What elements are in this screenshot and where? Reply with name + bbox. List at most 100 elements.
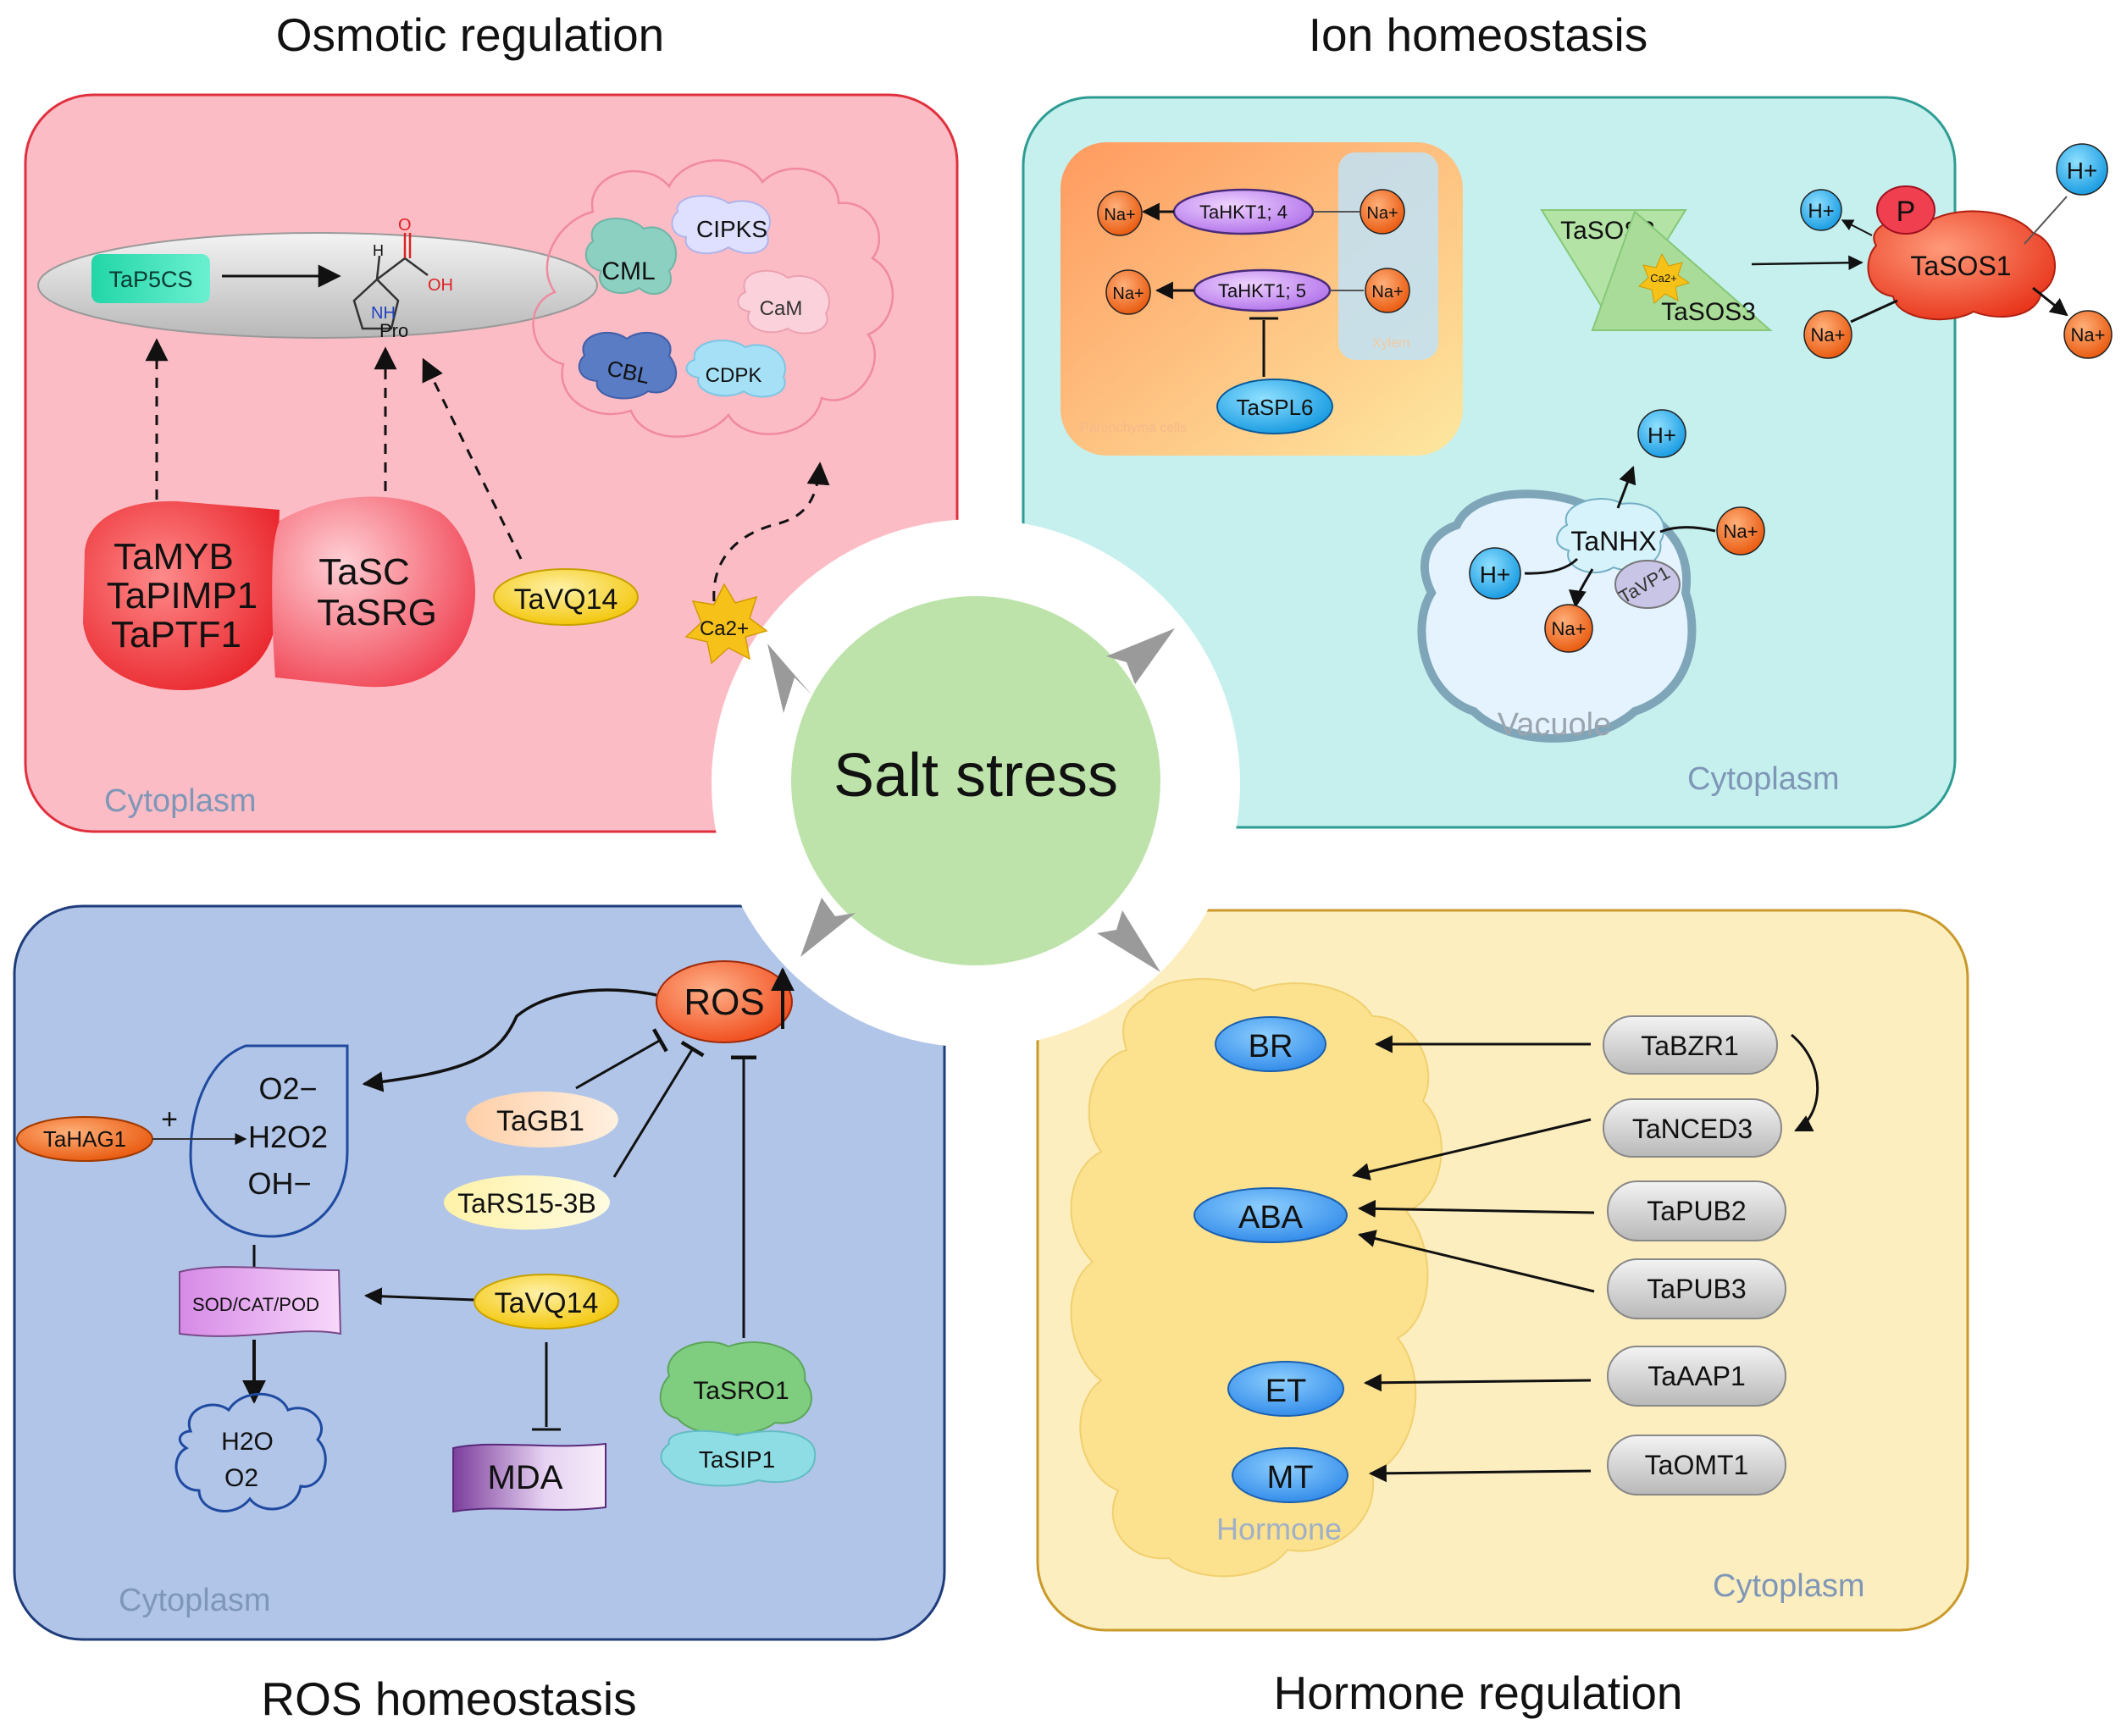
h-nhx-top [1637, 409, 1686, 458]
na-hkt5-right-label: Na+ [1371, 283, 1403, 301]
gb1-inhibits-ros [575, 1028, 668, 1090]
center-arrow-down-right [1097, 910, 1160, 972]
h-sos1-left-label: H+ [1808, 200, 1834, 223]
osmotic-title: Osmotic regulation [276, 8, 665, 61]
nced3-to-aba-arrow [1351, 1118, 1592, 1180]
tasos1-label: TaSOS1 [1910, 251, 2011, 281]
na-vacuole-arrow [1568, 568, 1594, 609]
reg-tapub2-label: TaPUB2 [1647, 1196, 1746, 1226]
na-nhx-in-line [1659, 526, 1716, 534]
hkt1-4-label: TaHKT1; 4 [1199, 202, 1288, 223]
tasro1-label: TaSRO1 [693, 1377, 789, 1405]
h-sos1-top [2056, 143, 2108, 196]
hkt1-5-label: TaHKT1; 5 [1218, 280, 1306, 301]
na-hkt5-right [1365, 268, 1410, 313]
reg-tapub3 [1607, 1258, 1786, 1319]
tahag1-label: TaHAG1 [43, 1126, 126, 1152]
sod-cat-pod-banner [179, 1266, 342, 1337]
cbl-shape [578, 331, 678, 400]
na-efflux-arrow [2032, 286, 2068, 317]
pub3-to-aba-arrow [1357, 1230, 1595, 1293]
sod-cat-pod-label: SOD/CAT/POD [192, 1294, 319, 1315]
tf-tamyb: TaMYB [114, 536, 234, 578]
ion-cytoplasm-label: Cytoplasm [1687, 761, 1840, 797]
product-h2o: H2O [221, 1428, 274, 1456]
h-sos1-left [1800, 189, 1842, 231]
ca-star [684, 583, 768, 665]
hormone-mt [1232, 1447, 1348, 1503]
h-vacuole-label: H+ [1480, 561, 1511, 588]
na-nhx-right-label: Na+ [1724, 521, 1758, 542]
hormone-aba [1193, 1187, 1348, 1243]
bzr1-to-nced3-arrow [1791, 1033, 1819, 1132]
na-nhx-right [1716, 506, 1765, 556]
reg-taaap1-label: TaAAP1 [1648, 1361, 1746, 1391]
tf-tasc: TaSC [318, 551, 410, 593]
tanhx-label: TaNHX [1570, 526, 1656, 556]
hormone-mt-label: MT [1267, 1460, 1314, 1496]
ca-label: Ca2+ [700, 617, 749, 640]
nhx-h-out-arrow [1616, 466, 1636, 509]
na-hkt4-right [1360, 189, 1405, 235]
rs15-inhibits-ros [612, 1040, 705, 1178]
cml-shape [584, 218, 678, 296]
ros-title: ROS homeostasis [261, 1672, 636, 1725]
tagb1-label: TaGB1 [496, 1105, 584, 1137]
calcium-sensor-cloud [532, 159, 894, 438]
reg-tanced3 [1603, 1098, 1782, 1158]
sensor-cml: CML [601, 257, 655, 285]
sos-ca-label: Ca2+ [1650, 272, 1676, 285]
proline-pro-label: Pro [379, 320, 408, 341]
hormone-label: Hormone [1216, 1512, 1342, 1546]
reg-taomt1-label: TaOMT1 [1645, 1450, 1749, 1480]
hormone-br [1215, 1016, 1326, 1072]
ros-tavq14-label: TaVQ14 [495, 1287, 599, 1319]
sensor-cdpk: CDPK [706, 364, 762, 387]
ros-node [656, 960, 793, 1043]
tf-tasrg: TaSRG [317, 592, 437, 633]
cdpk-shape [685, 340, 786, 398]
proline-nh-label: NH [371, 304, 396, 323]
proline-oh-label: OH [428, 276, 453, 295]
reg-tanced3-label: TaNCED3 [1632, 1114, 1753, 1144]
omt1-to-mt-arrow [1368, 1464, 1592, 1483]
mda-banner [452, 1442, 606, 1513]
tars15-label: TaRS15-3B [457, 1188, 596, 1219]
reg-taaap1 [1607, 1346, 1786, 1407]
vq14-to-enzymes-arrow [363, 1287, 475, 1306]
tasos3-label: TaSOS3 [1661, 298, 1756, 326]
na-sos1-right [2063, 310, 2113, 359]
na-hkt5-left-label: Na+ [1112, 285, 1144, 303]
tf-tapimp1: TaPIMP1 [107, 575, 258, 616]
taspl6-label: TaSPL6 [1236, 395, 1313, 420]
proline-h-label: H [373, 242, 384, 259]
proline-o-label: O [398, 216, 412, 235]
na-hkt4-right-label: Na+ [1366, 204, 1398, 223]
tasip1-shape [660, 1429, 817, 1487]
taspl6-node [1216, 379, 1333, 434]
tasos3-triangle [1591, 210, 1773, 331]
na-hkt5-left [1105, 269, 1151, 315]
sensor-cam: CaM [760, 297, 803, 320]
sos-ca-star [1637, 252, 1691, 304]
products-cloud [174, 1392, 327, 1512]
pub2-to-aba-arrow [1357, 1199, 1595, 1218]
tasip1-label: TaSIP1 [699, 1446, 775, 1473]
center-arrow-up-left [767, 644, 811, 713]
h-sos1-top-label: H+ [2067, 158, 2098, 184]
tavp1-node [1614, 560, 1681, 609]
na-hkt4-left [1097, 191, 1143, 236]
ros-to-species-arrow [362, 988, 657, 1092]
center-arrow-down-left [800, 898, 856, 957]
na-to-sos1-line [1850, 299, 1898, 323]
hag1-plus-label: + [161, 1103, 178, 1136]
hormone-et-label: ET [1265, 1374, 1307, 1409]
sensor-cipks: CIPKS [696, 216, 767, 242]
tap5cs-box [91, 254, 210, 303]
salt-stress-circle [791, 596, 1160, 965]
species-h2o2: H2O2 [248, 1120, 328, 1154]
tf-blob-2 [272, 496, 476, 688]
na-sos1-left [1803, 310, 1852, 359]
product-o2: O2 [224, 1464, 258, 1492]
